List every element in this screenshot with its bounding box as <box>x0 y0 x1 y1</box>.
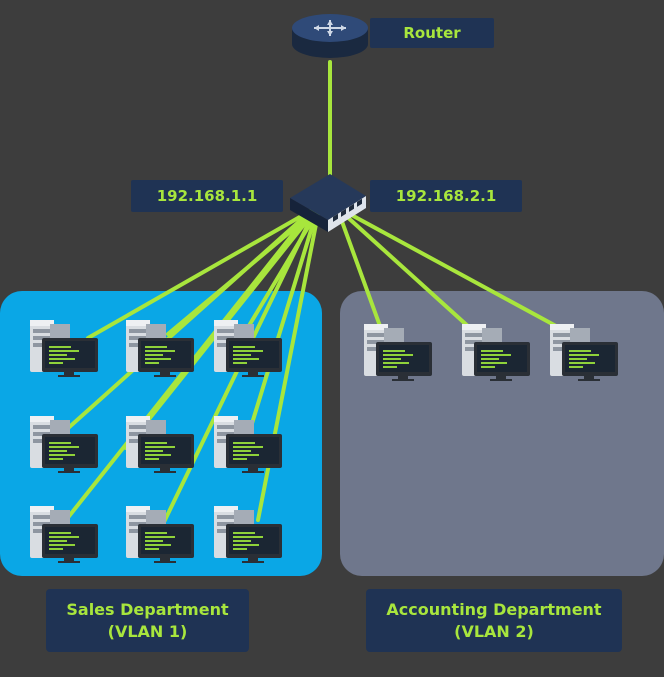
link-acct-pc-2 <box>342 212 472 330</box>
switch-icon <box>290 174 366 232</box>
link-sales-pc-6 <box>248 212 318 432</box>
link-sales-pc-4 <box>64 208 314 432</box>
vlan-2-label: Accounting Department (VLAN 2) <box>366 589 622 652</box>
network-links <box>64 60 558 524</box>
switch-ip-left: 192.168.1.1 <box>131 180 283 212</box>
sales-computers <box>30 320 282 563</box>
router-icon <box>292 14 368 58</box>
vlan-2-name: Accounting Department <box>386 599 602 619</box>
link-acct-pc-3 <box>344 210 558 328</box>
accounting-computers <box>364 324 618 381</box>
vlan-1-name: Sales Department <box>66 599 229 619</box>
vlan-2-id: (VLAN 2) <box>454 621 534 641</box>
vlan-1-label: Sales Department (VLAN 1) <box>46 589 249 652</box>
link-acct-pc-1 <box>338 214 382 328</box>
vlan-1-id: (VLAN 1) <box>107 621 188 641</box>
link-sales-pc-9 <box>256 212 320 522</box>
switch-ip-right: 192.168.2.1 <box>370 180 522 212</box>
link-sales-pc-1 <box>86 208 314 340</box>
router-label: Router <box>370 18 494 48</box>
